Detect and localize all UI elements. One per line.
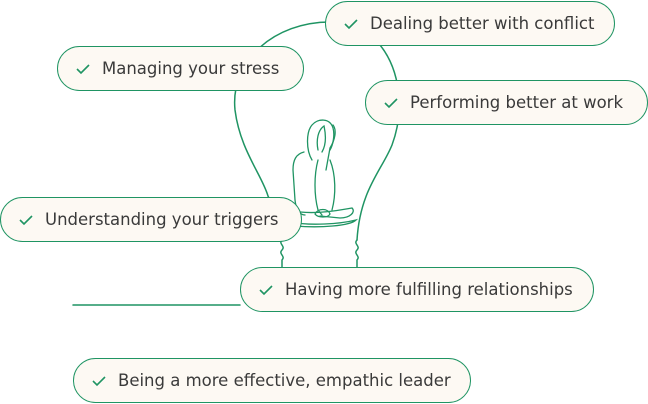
bulb-screw-left [280, 239, 284, 268]
check-icon [384, 97, 398, 108]
benefit-label: Performing better at work [410, 93, 624, 112]
benefit-pill-stress: Managing your stress [57, 46, 304, 91]
benefit-label: Managing your stress [102, 59, 280, 78]
check-icon [76, 63, 90, 74]
benefit-label: Being a more effective, empathic leader [118, 371, 451, 390]
check-icon [344, 18, 358, 29]
benefit-label: Dealing better with conflict [370, 14, 595, 33]
benefit-label: Understanding your triggers [45, 210, 279, 229]
check-icon [92, 375, 106, 386]
benefit-pill-leader: Being a more effective, empathic leader [73, 358, 471, 403]
check-icon [19, 214, 33, 225]
bulb-screw-right [355, 239, 359, 268]
benefit-pill-work: Performing better at work [365, 80, 648, 125]
benefit-label: Having more fulfilling relationships [285, 280, 573, 299]
benefit-pill-triggers: Understanding your triggers [0, 197, 302, 242]
benefit-pill-relationships: Having more fulfilling relationships [240, 267, 594, 312]
benefit-pill-conflict: Dealing better with conflict [325, 1, 615, 46]
check-icon [259, 284, 273, 295]
